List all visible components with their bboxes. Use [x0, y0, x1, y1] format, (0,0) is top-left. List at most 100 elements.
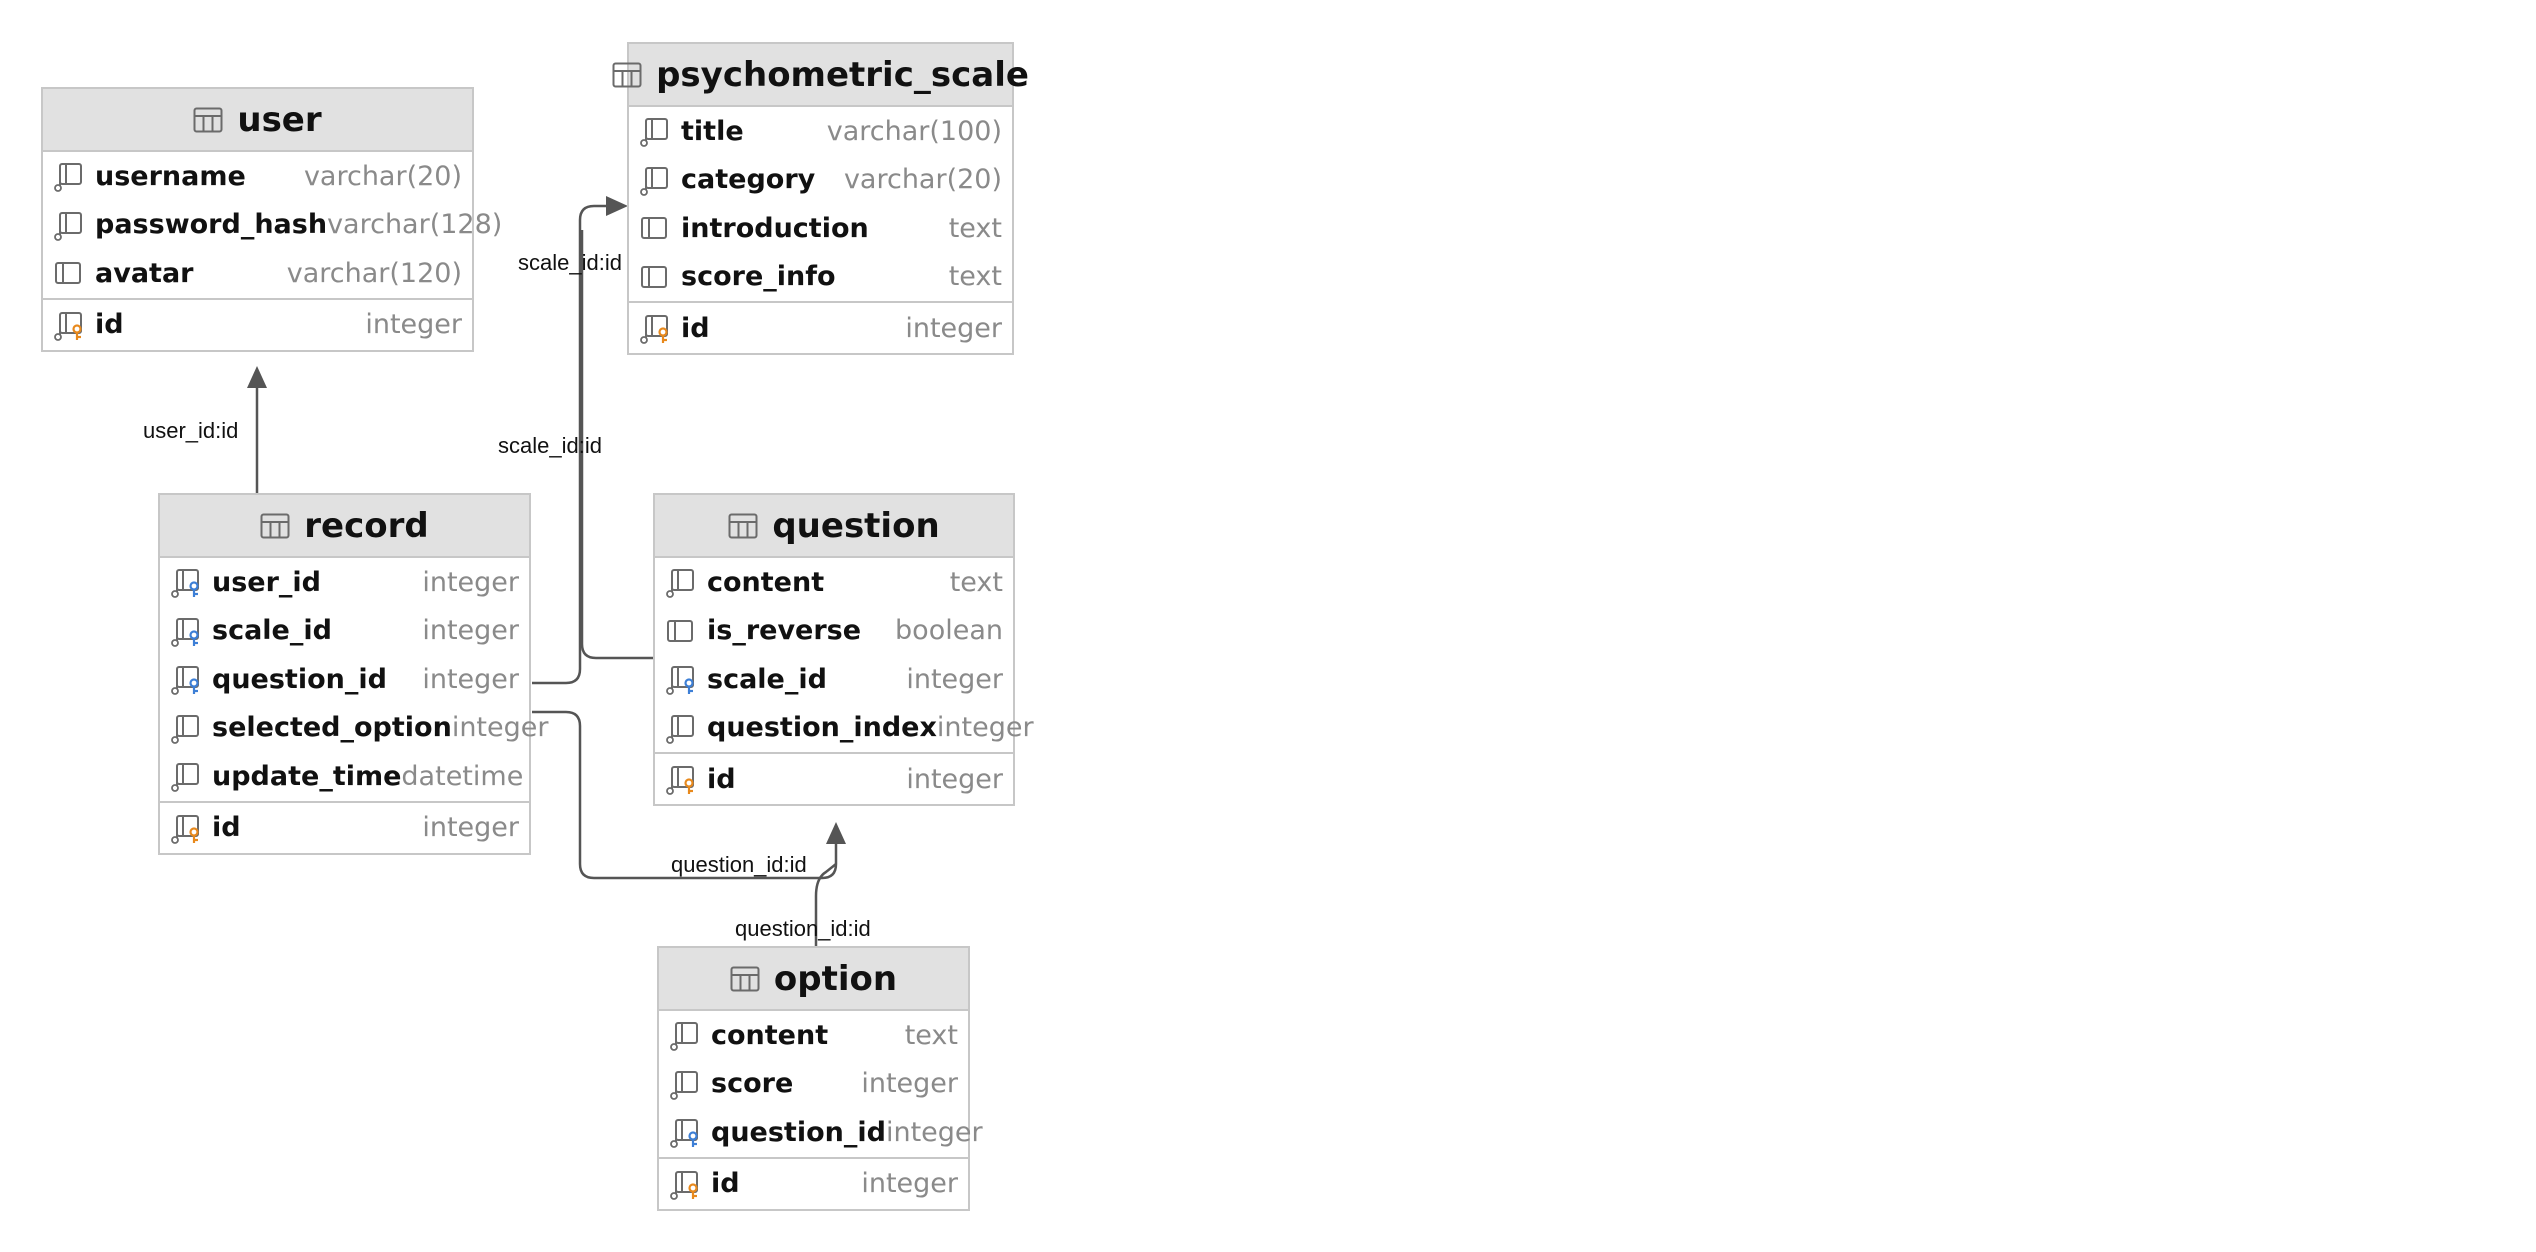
table-header[interactable]: record — [160, 495, 529, 558]
column-type: text — [948, 212, 1002, 244]
column-icon — [639, 261, 671, 293]
column-name: id — [212, 812, 241, 843]
relation-record-scale — [532, 204, 610, 685]
column-type: varchar(20) — [303, 160, 462, 192]
table-header[interactable]: option — [659, 948, 968, 1011]
column-not-null-icon — [669, 1019, 701, 1052]
column-name: question_id — [212, 663, 387, 695]
column-row-title[interactable]: title varchar(100) — [629, 107, 1012, 156]
column-name: update_time — [212, 760, 402, 792]
column-name: user_id — [212, 566, 322, 598]
column-type: integer — [451, 712, 549, 744]
column-type: integer — [422, 615, 519, 647]
relation-question-scale — [580, 230, 654, 660]
primary-key-icon — [53, 309, 85, 341]
column-name: title — [681, 115, 744, 147]
column-type: integer — [906, 663, 1003, 695]
column-row-question-id[interactable]: question_id integer — [160, 655, 529, 704]
relation-label-question-scale: scale_id:id — [498, 433, 602, 458]
column-icon — [665, 615, 697, 647]
column-name: id — [681, 312, 710, 344]
column-not-null-icon — [170, 760, 202, 793]
relation-record-question — [532, 710, 838, 880]
primary-key-icon — [170, 812, 202, 844]
column-type: varchar(100) — [826, 115, 1002, 147]
column-not-null-icon — [665, 566, 697, 599]
table-header[interactable]: user — [43, 89, 472, 152]
foreign-key-icon — [170, 663, 202, 696]
column-not-null-icon — [665, 712, 697, 744]
relation-label-option-question: question_id:id — [735, 916, 871, 941]
column-not-null-icon — [170, 712, 202, 744]
column-not-null-icon — [53, 160, 85, 193]
column-type: varchar(120) — [286, 257, 462, 289]
column-type: varchar(20) — [843, 164, 1002, 196]
foreign-key-icon — [665, 663, 697, 696]
column-not-null-icon — [639, 164, 671, 196]
column-name: category — [681, 164, 816, 196]
table-name: psychometric_scale — [656, 54, 1029, 95]
relation-label-user: user_id:id — [143, 418, 239, 443]
primary-key-icon — [665, 763, 697, 795]
table-name: user — [237, 99, 322, 140]
column-name: password_hash — [95, 209, 328, 241]
table-header[interactable]: question — [655, 495, 1013, 558]
column-not-null-icon — [639, 115, 671, 148]
arrow-head-scale — [606, 196, 628, 216]
column-type: integer — [861, 1068, 958, 1100]
table-icon — [730, 966, 760, 992]
column-type: integer — [885, 1116, 983, 1148]
column-row-content[interactable]: content text — [655, 558, 1013, 607]
foreign-key-icon — [170, 615, 202, 647]
column-type: integer — [906, 763, 1003, 795]
column-icon — [639, 212, 671, 244]
column-type: integer — [422, 663, 519, 695]
column-type: text — [949, 566, 1003, 598]
table-name: record — [304, 505, 429, 546]
column-row-scale-id[interactable]: scale_id integer — [160, 607, 529, 656]
foreign-key-icon — [669, 1116, 701, 1149]
column-not-null-icon — [53, 209, 85, 241]
divider — [659, 1156, 968, 1159]
relation-label-record-question: question_id:id — [671, 852, 807, 877]
column-name: content — [707, 566, 825, 598]
column-name: selected_option — [212, 712, 452, 744]
column-type: integer — [936, 712, 1034, 744]
table-name: question — [772, 505, 940, 546]
primary-key-icon — [669, 1168, 701, 1200]
table-icon — [612, 62, 642, 88]
column-row-category[interactable]: category varchar(20) — [629, 156, 1012, 205]
divider — [629, 301, 1012, 303]
table-icon — [260, 513, 290, 539]
column-name: scale_id — [212, 615, 332, 647]
table-header[interactable]: psychometric_scale — [612, 44, 1029, 107]
primary-key-icon — [639, 312, 671, 344]
arrow-head-user — [247, 366, 267, 388]
arrow-head-question — [826, 822, 846, 844]
column-type: integer — [861, 1168, 958, 1199]
